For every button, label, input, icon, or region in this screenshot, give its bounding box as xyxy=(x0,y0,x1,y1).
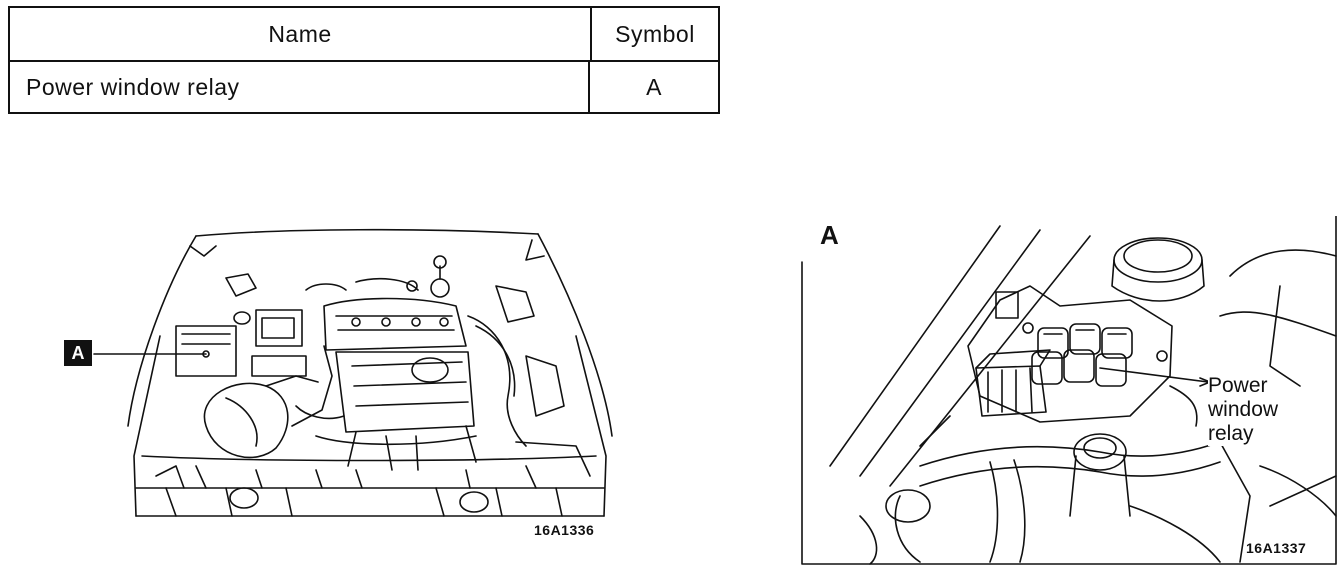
table-row: Power window relay A xyxy=(10,62,718,112)
component-name: Power window relay xyxy=(26,73,240,100)
component-marker-a: A xyxy=(64,340,92,366)
header-symbol-label: Symbol xyxy=(615,20,695,47)
header-cell-symbol: Symbol xyxy=(592,8,718,60)
callout-line-2: window xyxy=(1208,398,1279,421)
engine-compartment-drawing xyxy=(93,228,613,517)
cell-symbol: A xyxy=(590,62,718,112)
detail-letter: A xyxy=(820,220,839,250)
detail-figure-code: 16A1337 xyxy=(1246,540,1307,556)
callout-line-1: Power xyxy=(1208,374,1268,397)
engine-compartment-overview: A 16A1336 xyxy=(56,226,628,556)
component-symbol: A xyxy=(646,73,662,100)
components-table: Name Symbol Power window relay A xyxy=(8,6,720,114)
header-cell-name: Name xyxy=(10,8,592,60)
relay-detail-drawing xyxy=(801,216,1337,565)
detail-view-a: A Power window relay 16A1337 xyxy=(800,216,1340,568)
callout-line-3: relay xyxy=(1208,422,1254,445)
overview-figure-code: 16A1336 xyxy=(534,522,595,538)
header-name-label: Name xyxy=(268,20,332,47)
relay-callout: Power window relay xyxy=(1208,374,1279,446)
cell-name: Power window relay xyxy=(10,62,590,112)
table-header-row: Name Symbol xyxy=(10,8,718,62)
